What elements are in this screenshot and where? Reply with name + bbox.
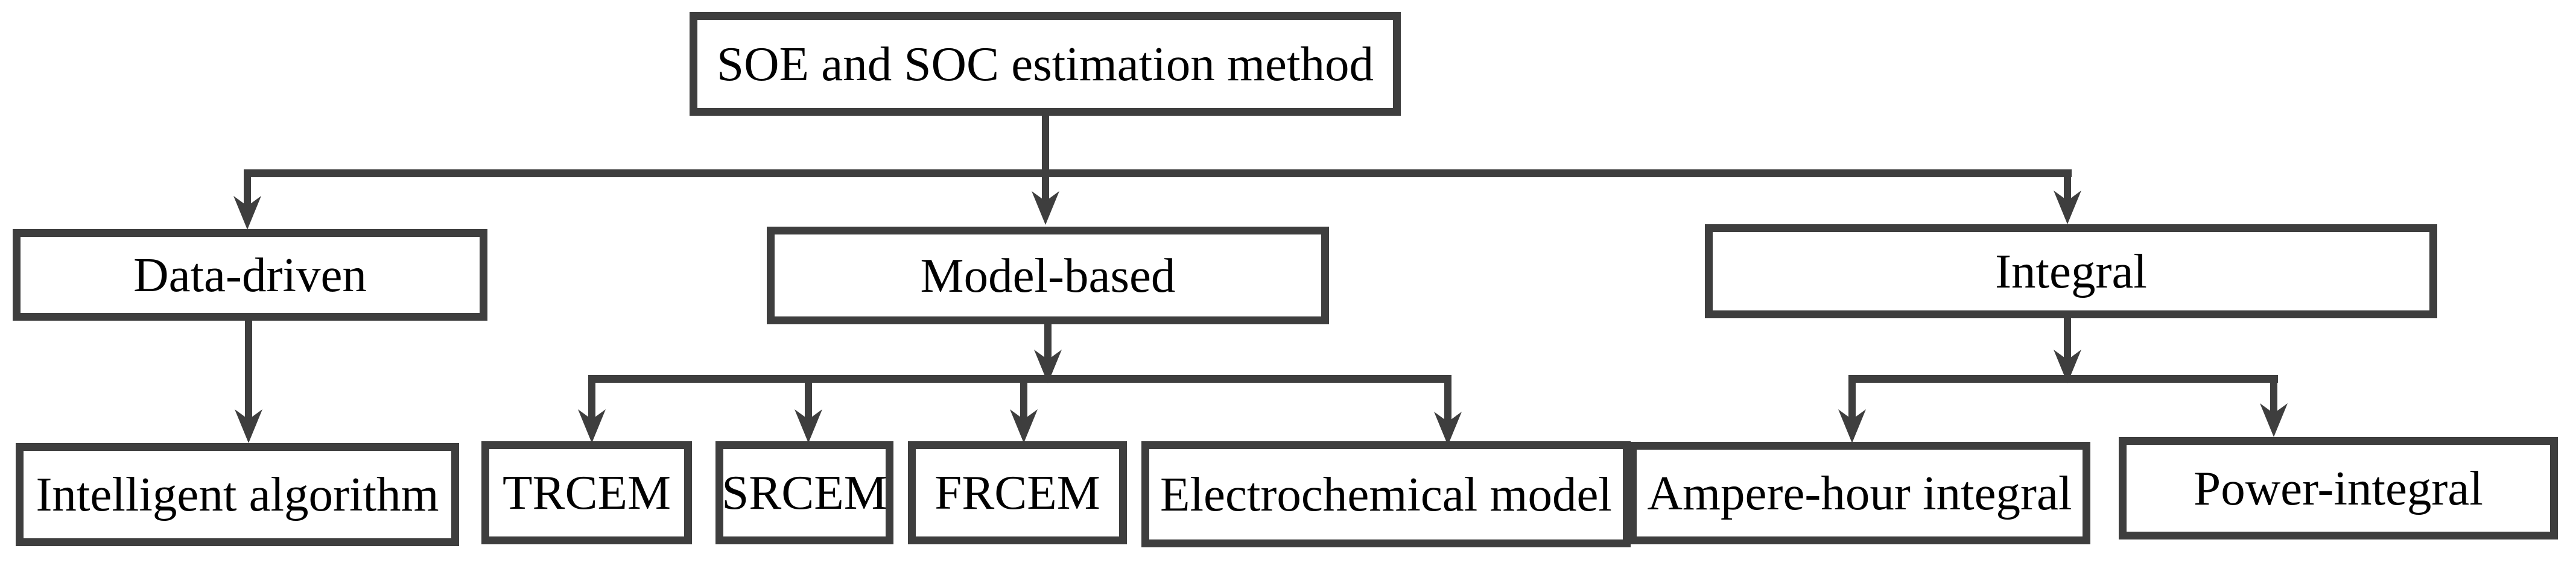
node-label-integral: Integral	[1995, 244, 2147, 298]
node-model-based: Model-based	[767, 227, 1329, 324]
node-label-root: SOE and SOC estimation method	[717, 36, 1374, 91]
node-integral: Integral	[1705, 224, 2437, 318]
node-label-electrochemical-model: Electrochemical model	[1160, 467, 1612, 521]
node-label-data-driven: Data-driven	[133, 247, 367, 302]
arrow-to-trcem-shaft	[588, 382, 595, 421]
node-data-driven: Data-driven	[13, 229, 487, 321]
connector-integral-bus	[1848, 375, 2278, 383]
connector-model-based-stem	[1044, 323, 1052, 362]
arrow-to-power-integral-shaft	[2270, 382, 2277, 415]
node-ampere-hour-integral: Ampere-hour integral	[1629, 442, 2090, 544]
node-soe-soc-estimation-method: SOE and SOC estimation method	[690, 12, 1401, 116]
node-label-frcem: FRCEM	[934, 465, 1100, 520]
node-label-power-integral: Power-integral	[2194, 461, 2483, 515]
arrow-to-integral-shaft	[2064, 176, 2071, 203]
node-srcem: SRCEM	[715, 441, 893, 544]
node-label-srcem: SRCEM	[722, 465, 887, 520]
node-label-intelligent-algorithm: Intelligent algorithm	[36, 467, 439, 521]
node-electrochemical-model: Electrochemical model	[1141, 441, 1631, 547]
connector-model-bus	[588, 375, 1451, 383]
arrow-to-frcem-shaft	[1020, 382, 1027, 421]
node-label-trcem: TRCEM	[502, 465, 671, 520]
node-power-integral: Power-integral	[2119, 437, 2558, 539]
node-label-ampere-hour-integral: Ampere-hour integral	[1647, 465, 2072, 520]
arrow-to-srcem-shaft	[805, 382, 812, 421]
node-intelligent-algorithm: Intelligent algorithm	[16, 443, 459, 546]
arrow-to-ampere-hour-integral-shaft	[1848, 382, 1856, 421]
connector-level1-bus	[244, 169, 2072, 177]
arrow-to-model-based-shaft	[1042, 176, 1049, 203]
arrow-to-data-driven-shaft	[244, 176, 251, 208]
connector-integral-stem	[2064, 317, 2071, 362]
connector-root-stem	[1042, 113, 1049, 173]
node-trcem: TRCEM	[481, 441, 692, 544]
node-label-model-based: Model-based	[920, 248, 1176, 303]
arrow-to-electrochemical-model-shaft	[1444, 382, 1451, 424]
node-frcem: FRCEM	[908, 441, 1127, 544]
arrow-to-intelligent-algorithm-shaft	[245, 319, 252, 421]
